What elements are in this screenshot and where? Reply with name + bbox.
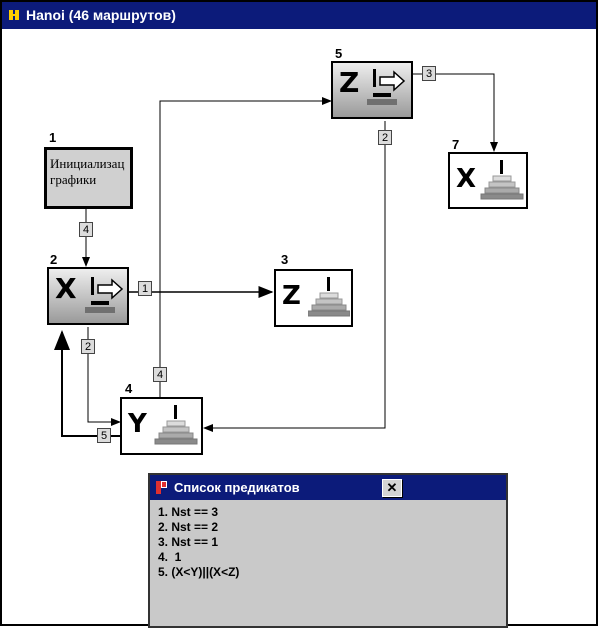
edge-label-5-4[interactable]: 2 bbox=[378, 130, 392, 145]
node-4-block[interactable]: Y bbox=[120, 397, 203, 455]
node-5-block[interactable]: Z bbox=[331, 61, 413, 119]
tower-icon bbox=[308, 277, 350, 317]
graph-canvas[interactable]: 1 Инициализац графики 2 X 3 Z bbox=[2, 29, 598, 626]
node-3-letter: Z bbox=[282, 281, 301, 311]
edge-label-4-2[interactable]: 5 bbox=[97, 428, 111, 443]
node-2-letter: X bbox=[55, 272, 77, 305]
predicate-item[interactable]: 3. Nst == 1 bbox=[158, 535, 219, 549]
predicate-item[interactable]: 2. Nst == 2 bbox=[158, 520, 219, 534]
predicates-panel: Список предикатов ✕ 1. Nst == 3 2. Nst =… bbox=[148, 473, 508, 628]
edge-label-5-7[interactable]: 3 bbox=[422, 66, 436, 81]
node-3-number: 3 bbox=[281, 252, 289, 267]
node-4-letter: Y bbox=[128, 409, 147, 439]
tower-icon bbox=[154, 405, 198, 445]
window-titlebar[interactable]: Hanoi (46 маршрутов) bbox=[2, 2, 596, 29]
edge-label-4-5[interactable]: 4 bbox=[153, 367, 167, 382]
node-5-letter: Z bbox=[339, 66, 360, 99]
node-2-block[interactable]: X bbox=[47, 267, 129, 325]
node-7-number: 7 bbox=[452, 137, 460, 152]
predicate-item[interactable]: 1. Nst == 3 bbox=[158, 505, 219, 519]
edge-label-2-3[interactable]: 1 bbox=[138, 281, 152, 296]
predicates-title: Список предикатов bbox=[174, 480, 300, 495]
node-7-letter: X bbox=[456, 164, 477, 194]
predicates-list: 1. Nst == 3 2. Nst == 2 3. Nst == 1 4. 1… bbox=[158, 505, 239, 580]
move-disk-icon bbox=[85, 277, 124, 313]
predicates-app-icon bbox=[156, 481, 167, 494]
node-1-block[interactable]: Инициализац графики bbox=[44, 147, 133, 209]
predicate-item[interactable]: 5. (X<Y)||(X<Z) bbox=[158, 565, 240, 579]
predicate-item[interactable]: 4. 1 bbox=[158, 550, 182, 564]
move-disk-icon bbox=[367, 69, 406, 105]
panel-title-extension bbox=[410, 475, 506, 500]
edge-label-2-4[interactable]: 2 bbox=[81, 339, 95, 354]
window-title: Hanoi (46 маршрутов) bbox=[26, 7, 176, 23]
tower-icon bbox=[480, 160, 524, 200]
node-2-number: 2 bbox=[50, 252, 58, 267]
node-5-number: 5 bbox=[335, 46, 343, 61]
node-1-text-line1: Инициализац bbox=[50, 156, 125, 171]
app-icon bbox=[9, 10, 19, 20]
node-1-number: 1 bbox=[49, 130, 57, 145]
close-button[interactable]: ✕ bbox=[382, 479, 402, 497]
node-4-number: 4 bbox=[125, 381, 133, 396]
edge-label-1-2[interactable]: 4 bbox=[79, 222, 93, 237]
node-3-block[interactable]: Z bbox=[274, 269, 353, 327]
node-1-text-line2: графики bbox=[50, 172, 97, 187]
node-7-block[interactable]: X bbox=[448, 152, 528, 209]
